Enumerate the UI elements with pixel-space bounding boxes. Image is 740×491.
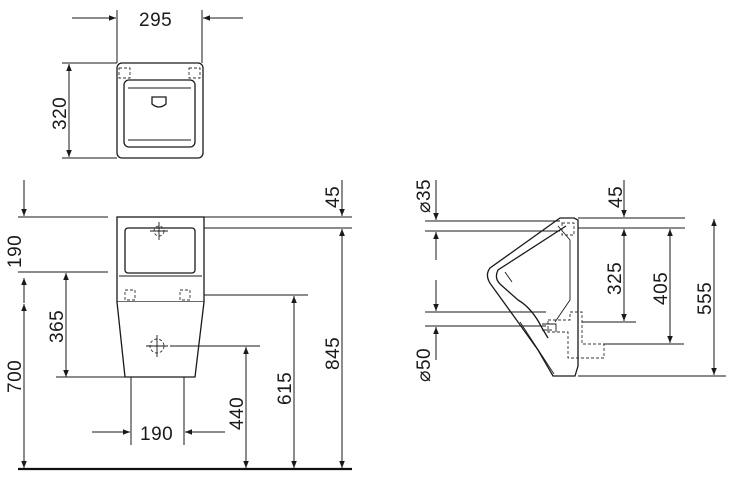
dim-front-total-height: 845: [323, 337, 344, 370]
front-view-bowl-opening: [124, 227, 196, 274]
side-view-body: [486, 217, 579, 377]
side-view-inlet: [561, 222, 575, 236]
front-view: 190 365 700 190 440 615 45 845: [5, 180, 352, 471]
dim-front-inlet-height: 440: [227, 397, 248, 430]
dim-side-555: 555: [695, 282, 716, 315]
top-view-mount-left: [118, 67, 131, 79]
front-view-mount-left: [124, 289, 136, 301]
front-view-mount-right: [179, 289, 191, 301]
dim-side-outlet-diameter: ⌀50: [414, 348, 435, 382]
top-view-drain: [151, 96, 167, 108]
dim-front-gap: 45: [323, 186, 344, 208]
dim-front-top-height: 190: [5, 235, 26, 268]
top-view-bowl: [123, 79, 196, 148]
dim-front-outlet-height: 700: [5, 360, 26, 393]
dim-front-mount-height: 615: [275, 372, 296, 405]
dim-front-upper: 365: [47, 310, 68, 343]
dim-side-325: 325: [605, 262, 626, 295]
dim-side-top-gap: 45: [606, 186, 627, 208]
dim-side-inlet-diameter: ⌀35: [414, 179, 435, 213]
top-view: 295 320: [50, 10, 243, 159]
side-view: ⌀35 ⌀50 45 325 405 555: [414, 179, 726, 382]
side-view-bowl: [495, 225, 567, 339]
dim-side-405: 405: [651, 272, 672, 305]
dim-top-depth: 320: [50, 97, 71, 130]
dim-front-width-lower: 190: [140, 424, 173, 445]
dim-top-width: 295: [139, 10, 172, 31]
top-view-mount-right: [188, 67, 201, 79]
top-view-outline: [116, 62, 204, 159]
top-view-bowl-rim: [128, 87, 191, 141]
front-view-upper-body: [116, 216, 205, 303]
